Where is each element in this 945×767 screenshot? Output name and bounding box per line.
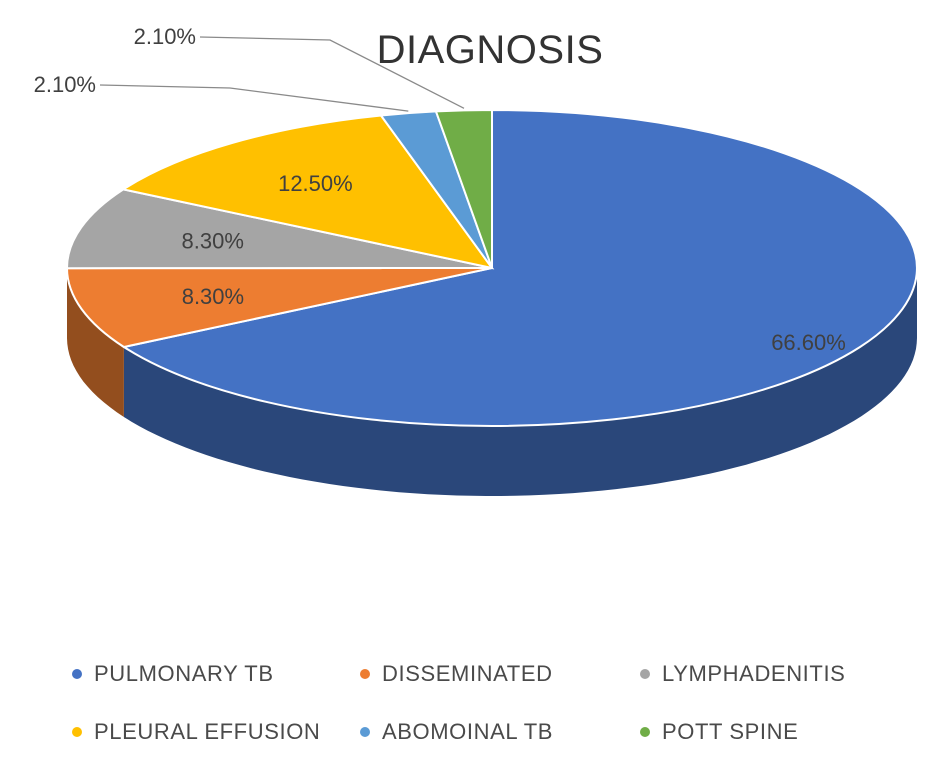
legend-label-disseminated: DISSEMINATED bbox=[382, 661, 553, 686]
legend-label-pleural-effusion: PLEURAL EFFUSION bbox=[94, 719, 321, 744]
legend-label-lymphadenitis: LYMPHADENITIS bbox=[662, 661, 846, 686]
data-labels: 66.60% 8.30% 8.30% 12.50% 2.10% 2.10% bbox=[34, 24, 846, 355]
legend-item-pott-spine: POTT SPINE bbox=[640, 717, 798, 747]
slice-pleural-effusion bbox=[120, 114, 495, 270]
data-label-pleural-effusion: 12.50% bbox=[278, 171, 353, 196]
data-label-pott-spine: 2.10% bbox=[134, 24, 196, 49]
leader-line-abomoinal-tb bbox=[99, 84, 409, 112]
leader-line-pott-spine bbox=[199, 36, 465, 109]
slice-side-pulmonary-tb bbox=[123, 268, 917, 496]
chart-title: DIAGNOSIS bbox=[377, 28, 604, 72]
legend-marker-disseminated bbox=[360, 669, 370, 679]
slice-disseminated bbox=[65, 267, 493, 349]
slice-pulmonary-tb bbox=[121, 108, 918, 427]
leader-lines bbox=[99, 36, 465, 112]
legend-marker-pleural-effusion bbox=[72, 727, 82, 737]
legend-marker-pulmonary-tb bbox=[72, 669, 82, 679]
legend-item-disseminated: DISSEMINATED bbox=[360, 659, 553, 689]
data-label-lymphadenitis: 8.30% bbox=[182, 228, 244, 253]
legend-item-pulmonary-tb: PULMONARY TB bbox=[72, 659, 274, 689]
legend-label-abomoinal-tb: ABOMOINAL TB bbox=[382, 719, 554, 744]
slice-pott-spine bbox=[434, 108, 493, 269]
pie-chart: 66.60% 8.30% 8.30% 12.50% 2.10% 2.10% DIAGNOS… bbox=[34, 24, 918, 496]
legend-marker-pott-spine bbox=[640, 727, 650, 737]
data-label-abomoinal-tb: 2.10% bbox=[34, 72, 96, 97]
data-label-disseminated: 8.30% bbox=[182, 284, 244, 309]
slice-side-disseminated bbox=[67, 268, 124, 417]
legend-item-pleural-effusion: PLEURAL EFFUSION bbox=[72, 717, 320, 747]
legend-label-pott-spine: POTT SPINE bbox=[662, 719, 799, 744]
pie-side-walls bbox=[67, 268, 917, 496]
legend-marker-abomoinal-tb bbox=[360, 727, 370, 737]
legend-marker-lymphadenitis bbox=[640, 669, 650, 679]
data-label-pulmonary-tb: 66.60% bbox=[771, 330, 846, 355]
legend-label-pulmonary-tb: PULMONARY TB bbox=[94, 661, 274, 686]
legend-item-lymphadenitis: LYMPHADENITIS bbox=[640, 659, 845, 689]
pie-slices bbox=[65, 108, 918, 427]
legend-item-abomoinal-tb: ABOMOINAL TB bbox=[360, 717, 553, 747]
slice-lymphadenitis bbox=[65, 188, 493, 270]
